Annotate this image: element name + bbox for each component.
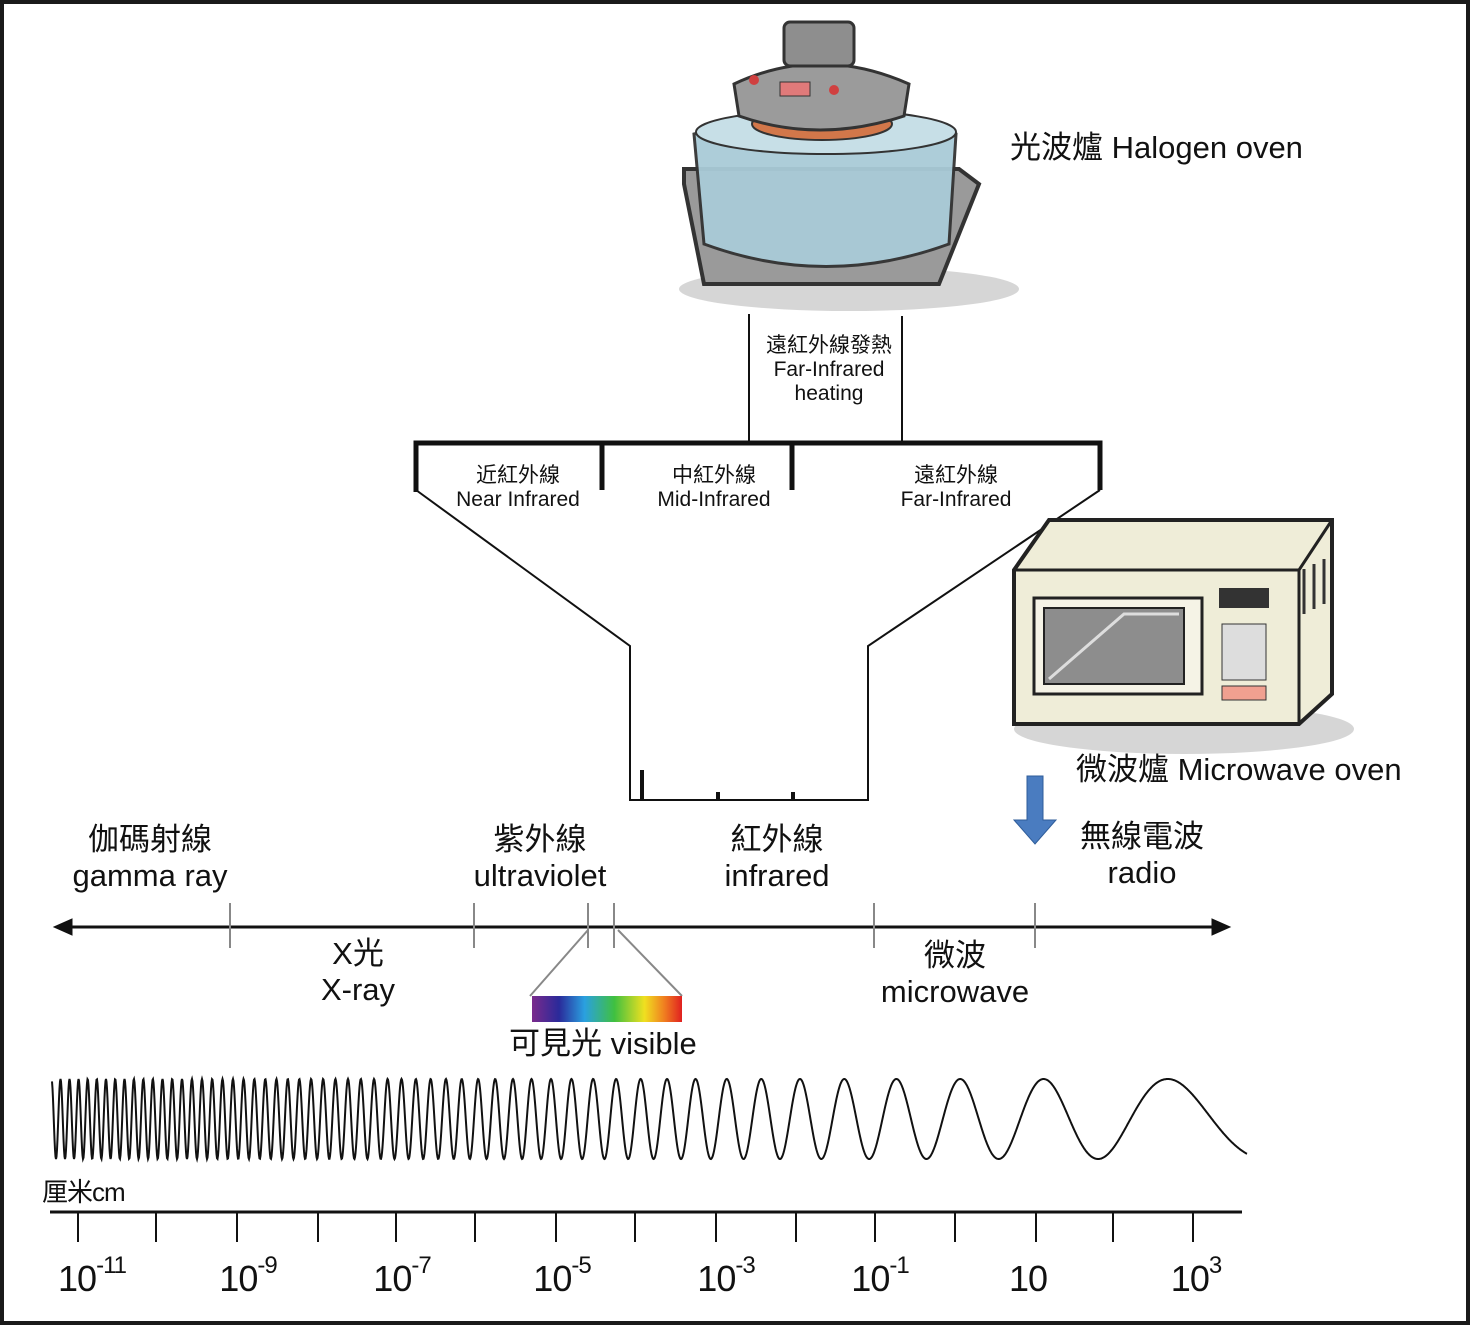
tick-exponent: -7 (411, 1252, 431, 1279)
gamma-ray-label: 伽碼射線 gamma ray (50, 822, 250, 893)
em-spectrum-diagram: 光波爐 Halogen oven 遠紅外線發熱 Far-Infrared hea… (4, 4, 1466, 1321)
tick-base: 10 (219, 1258, 258, 1299)
scale-tick-label: 10-9 (219, 1252, 277, 1300)
mid-infrared-label: 中紅外線 Mid-Infrared (634, 464, 794, 512)
far-infrared-heating-en1: Far-Infrared (773, 358, 885, 382)
scale-tick-label: 10-5 (533, 1252, 591, 1300)
diagram-lines (50, 20, 1354, 1242)
tick-exponent: -9 (257, 1252, 277, 1279)
far-infrared-en: Far-Infrared (900, 488, 1012, 512)
spectrum-axis (52, 903, 1232, 997)
tick-base: 10 (851, 1258, 890, 1299)
tick-base: 10 (373, 1258, 412, 1299)
far-infrared-heating-zh: 遠紅外線發熱 (766, 334, 892, 357)
halogen-oven-illustration (679, 20, 1019, 311)
tick-exponent: 3 (1208, 1252, 1222, 1279)
radio-zh: 無線電波 (1080, 819, 1204, 854)
infrared-en: infrared (724, 857, 830, 893)
microwave-oven-illustration (1012, 518, 1354, 754)
tick-exponent: -1 (889, 1252, 909, 1279)
near-infrared-label: 近紅外線 Near Infrared (438, 464, 598, 512)
x-ray-zh: X光 (332, 936, 384, 971)
microwave-en: microwave (880, 973, 1030, 1009)
ultraviolet-label: 紫外線 ultraviolet (440, 822, 640, 893)
microwave-zh: 微波 (924, 938, 986, 973)
scale-tick-label: 10-3 (697, 1252, 755, 1300)
radio-en: radio (1107, 854, 1177, 890)
x-ray-en: X-ray (320, 971, 396, 1007)
mid-infrared-zh: 中紅外線 (672, 464, 756, 487)
scale-tick-label: 10-7 (373, 1252, 431, 1300)
gamma-ray-zh: 伽碼射線 (88, 822, 212, 857)
microwave-oven-label: 微波爐 Microwave oven (1076, 752, 1402, 787)
tick-base: 10 (1170, 1258, 1210, 1299)
wavelength-scale (50, 1210, 1242, 1242)
infrared-zh: 紅外線 (730, 822, 824, 857)
gamma-ray-en: gamma ray (72, 857, 228, 893)
tick-base: 10 (533, 1258, 572, 1299)
infrared-bracket (413, 440, 1103, 801)
ultraviolet-en: ultraviolet (473, 857, 607, 893)
halogen-oven-label: 光波爐 Halogen oven (1010, 130, 1303, 165)
tick-exponent: -3 (735, 1252, 755, 1279)
unit-label: 厘米cm (42, 1177, 126, 1207)
scale-tick-label: 10-1 (851, 1252, 909, 1300)
mid-infrared-en: Mid-Infrared (657, 488, 771, 512)
tick-base: 10 (58, 1258, 97, 1299)
visible-spectrum-bar (532, 996, 682, 1022)
visible-label: 可見光 visible (509, 1026, 697, 1061)
scale-tick-label: 103 (1170, 1252, 1222, 1300)
scale-tick-label: 10-11 (58, 1252, 127, 1300)
tick-exponent: -5 (571, 1252, 591, 1279)
tick-exponent: -11 (96, 1252, 127, 1279)
far-infrared-label: 遠紅外線 Far-Infrared (876, 464, 1036, 512)
far-infrared-zh: 遠紅外線 (914, 464, 998, 487)
near-infrared-en: Near Infrared (456, 488, 580, 512)
ultraviolet-zh: 紫外線 (493, 822, 587, 857)
microwave-label: 微波 microwave (855, 938, 1055, 1009)
x-ray-label: X光 X-ray (258, 936, 458, 1007)
infrared-label: 紅外線 infrared (677, 822, 877, 893)
tick-base: 10 (1008, 1258, 1048, 1299)
near-infrared-zh: 近紅外線 (476, 464, 560, 487)
down-arrow-icon (1012, 775, 1058, 845)
wavelength-wave (51, 1075, 1248, 1163)
far-infrared-heating-en2: heating (794, 382, 864, 406)
far-infrared-heating-label: 遠紅外線發熱 Far-Infrared heating (749, 334, 909, 406)
radio-label: 無線電波 radio (1042, 819, 1242, 890)
scale-tick-label: 10 (1008, 1258, 1048, 1300)
tick-base: 10 (697, 1258, 736, 1299)
